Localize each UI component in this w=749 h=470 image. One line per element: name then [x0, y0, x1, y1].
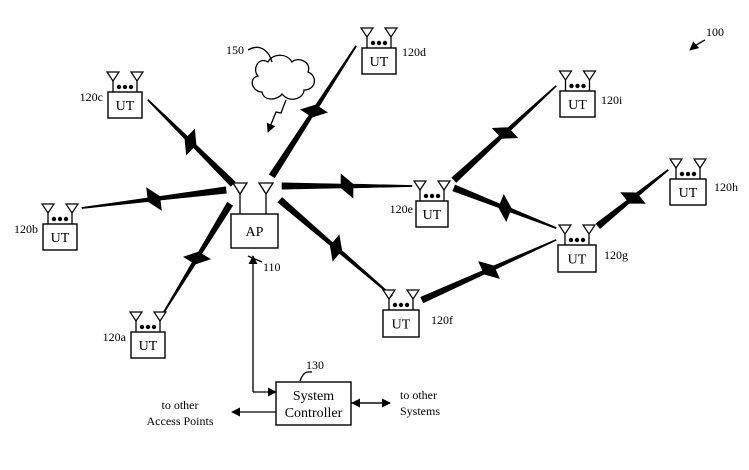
link-ap-f	[277, 197, 393, 297]
terminal-label: UT	[116, 99, 135, 114]
antenna-icon	[412, 180, 452, 201]
terminal-e: UT 120e	[390, 180, 452, 228]
terminal-ref: 120a	[103, 330, 127, 344]
antenna-icon	[128, 311, 168, 332]
terminal-label: UT	[679, 186, 698, 201]
terminal-ref: 120i	[601, 93, 623, 107]
link-e-g	[452, 184, 557, 229]
terminal-i: UT 120i	[558, 70, 623, 118]
svg-text:to other: to other	[162, 398, 199, 412]
terminal-ref: 120e	[390, 202, 413, 216]
status-dots-icon	[51, 216, 69, 222]
terminal-ref: 120h	[714, 180, 738, 194]
link-ap-a	[163, 201, 234, 313]
terminal-ref: 120c	[80, 90, 103, 104]
system-controller: System Controller 130	[275, 358, 352, 426]
terminal-c: UT 120c	[80, 71, 145, 119]
svg-text:100: 100	[706, 25, 724, 39]
terminal-h: UT 120h	[668, 158, 738, 206]
terminal-a: UT 120a	[103, 311, 168, 359]
terminal-b: UT 120b	[14, 203, 80, 251]
antenna-icon	[231, 182, 275, 214]
wired-links	[231, 255, 391, 417]
terminal-label: UT	[139, 339, 158, 354]
antenna-icon	[668, 158, 708, 179]
svg-text:Access Points: Access Points	[147, 414, 214, 428]
terminal-label: UT	[392, 318, 411, 333]
status-dots-icon	[679, 171, 697, 177]
terminal-label: UT	[370, 55, 389, 70]
left-note: to other Access Points	[147, 398, 214, 428]
interference-cloud: 150	[226, 43, 315, 133]
status-dots-icon	[392, 302, 410, 308]
access-point: AP 110	[230, 182, 281, 274]
terminal-ref: 120g	[604, 248, 628, 262]
link-g-h	[595, 169, 669, 229]
svg-text:Controller: Controller	[285, 406, 343, 421]
ap-label: AP	[246, 225, 264, 240]
terminal-d: UT 120d	[359, 27, 426, 75]
link-ap-e	[281, 173, 413, 199]
antenna-icon	[40, 203, 80, 224]
status-dots-icon	[568, 237, 586, 243]
antenna-icon	[558, 70, 597, 91]
link-ap-d	[268, 45, 357, 179]
terminal-label: UT	[568, 98, 587, 113]
terminal-label: UT	[423, 208, 442, 223]
status-dots-icon	[139, 324, 157, 330]
svg-text:to other: to other	[400, 388, 437, 402]
terminal-label: UT	[568, 253, 587, 268]
status-dots-icon	[116, 84, 134, 90]
antenna-icon	[557, 224, 597, 245]
terminal-ref: 120d	[402, 45, 426, 59]
status-dots-icon	[569, 83, 586, 89]
antenna-icon	[105, 71, 145, 92]
cloud-ref: 150	[226, 43, 244, 57]
svg-text:System: System	[293, 389, 334, 404]
terminal-g: UT 120g	[557, 224, 628, 273]
terminal-label: UT	[51, 231, 70, 246]
right-note: to other Systems	[400, 388, 440, 418]
svg-text:Systems: Systems	[400, 404, 440, 418]
antenna-icon	[359, 27, 399, 48]
antenna-icon	[381, 289, 421, 310]
ap-ref: 110	[263, 260, 281, 274]
link-e-i	[451, 85, 557, 183]
link-ap-c	[147, 99, 236, 187]
terminal-ref: 120f	[431, 313, 453, 327]
status-dots-icon	[423, 193, 441, 199]
figure-ref: 100	[689, 25, 724, 51]
wireless-links	[81, 45, 669, 313]
status-dots-icon	[370, 40, 388, 46]
terminal-ref: 120b	[14, 222, 38, 236]
link-ap-b	[81, 186, 227, 211]
controller-ref: 130	[306, 358, 324, 372]
terminal-f: UT 120f	[381, 289, 453, 338]
link-f-g	[420, 239, 557, 304]
